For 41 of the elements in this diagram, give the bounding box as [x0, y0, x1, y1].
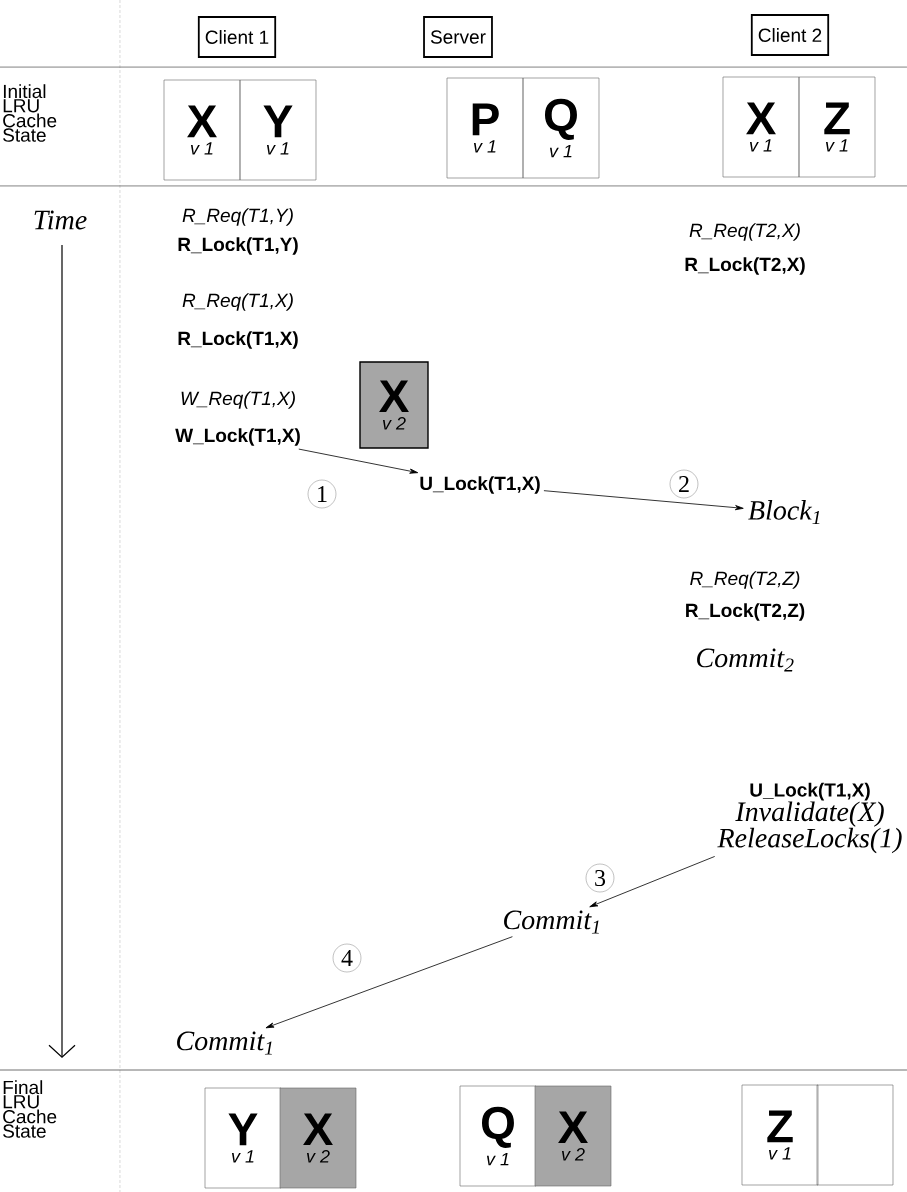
message-text: Commit$_{2}$	[697, 648, 794, 672]
circled-number: 4	[332, 943, 362, 973]
message-text: R_Req(T2,X)	[689, 223, 800, 241]
column-header-box: Server	[423, 16, 493, 58]
arrow	[265, 936, 513, 1029]
circled-number: 2	[669, 469, 699, 499]
arrow	[298, 448, 419, 474]
column-header-box: Client 2	[750, 14, 830, 56]
message-text: U_Lock(T1,X) Invalidate(X) ReleaseLocks(1)	[717, 782, 902, 854]
cache-cell: Q v 1	[522, 77, 600, 179]
cache-cell: Z v 1	[798, 76, 876, 178]
cache-cell: Z v 1	[741, 1084, 819, 1186]
row-header: Initial LRU Cache State	[3, 84, 57, 142]
message-text: R_Lock(T2,X)	[685, 257, 805, 275]
cache-cell: Y v 1	[239, 79, 317, 181]
cache-cell: X v 2	[359, 361, 429, 449]
message-text: Commit$_{1}$	[177, 1031, 272, 1055]
message-text: Commit$_{1}$	[504, 910, 599, 934]
cache-cell: X v 2	[534, 1085, 612, 1187]
cache-cell: X v 1	[163, 79, 241, 181]
message-text: R_Req(T1,X)	[182, 293, 293, 311]
cache-cell: X v 2	[279, 1087, 357, 1189]
column-header-box: Client 1	[197, 16, 277, 58]
circled-number: 1	[307, 479, 337, 509]
cache-cell: X v 1	[722, 76, 800, 178]
time-label: Time	[34, 210, 87, 230]
message-text: R_Lock(T1,Y)	[178, 237, 298, 255]
arrow	[589, 856, 716, 908]
message-text: W_Req(T1,X)	[181, 391, 295, 409]
arrow	[543, 490, 744, 511]
message-text: R_Req(T2,Z)	[690, 571, 800, 589]
message-text: R_Req(T1,Y)	[182, 208, 293, 226]
message-text: Block$_{1}$	[748, 500, 820, 524]
message-text: R_Lock(T1,X)	[178, 331, 298, 349]
cache-cell	[816, 1084, 894, 1186]
circled-number: 3	[585, 863, 615, 893]
cache-cell: P v 1	[446, 77, 524, 179]
row-header: Final LRU Cache State	[3, 1080, 57, 1138]
message-text: W_Lock(T1,X)	[175, 428, 300, 446]
message-text: R_Lock(T2,Z)	[686, 603, 805, 621]
message-text: U_Lock(T1,X)	[420, 476, 540, 494]
